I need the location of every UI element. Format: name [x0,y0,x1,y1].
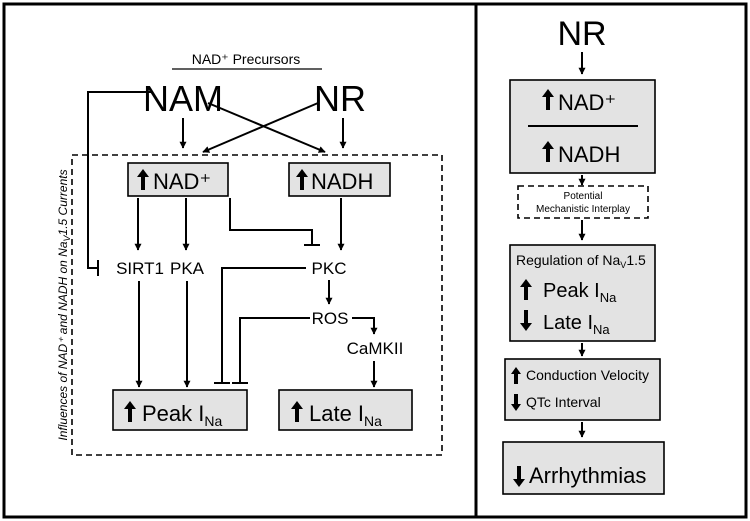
up-arrow-icon [137,169,149,190]
arrow-ros-camkii [352,317,378,335]
nadh-label: NADH [311,169,373,194]
up-arrow-icon [291,401,303,422]
sirt1-label: SIRT1 [116,259,164,278]
pkc-label: PKC [312,259,347,278]
nr-title: NR [557,15,606,53]
up-arrow-icon [511,367,521,384]
precursors-header: NAD⁺ Precursors [192,51,301,67]
inhibit-nad-pkc [229,198,313,244]
left-panel: NAD⁺ Precursors NAM NR Influences of NAD… [56,51,443,456]
arrhythmias-label: Arrhythmias [529,463,646,488]
inhibit-nam-sirt1 [87,91,152,269]
arrow-nam-nadh [207,102,326,153]
interplay-box: Potential Mechanistic Interplay [517,185,649,219]
interplay-line-2: Mechanistic Interplay [536,204,630,215]
nam-label: NAM [143,78,223,119]
regulation-peak: Peak INa [543,280,617,305]
inhibit-ros-peak [239,317,310,383]
arrhythmias-box: Arrhythmias [502,441,665,495]
conduction-velocity-label: Conduction Velocity [526,367,649,383]
right-panel: NR NAD⁺ NADH Potential Mechanistic Inter… [502,15,665,495]
nad-label: NAD⁺ [153,169,211,194]
inhibit-pkc-peak [221,267,306,383]
peak-ina-box: Peak INa [112,389,248,431]
regulation-late: Late INa [543,312,610,337]
down-arrow-icon [513,466,525,487]
side-label: Influences of NAD⁺ and NADH on NaV1.5 Cu… [56,169,72,440]
down-arrow-icon [520,310,532,331]
qtc-interval-label: QTc Interval [526,394,601,410]
pka-label: PKA [170,259,205,278]
nad-influence-region [71,154,443,456]
conduction-box: Conduction Velocity QTc Interval [504,358,661,421]
up-arrow-icon [124,401,136,422]
camkii-label: CaMKII [347,339,404,358]
nadh-box: NADH [288,162,391,197]
interplay-line-1: Potential [564,191,603,202]
late-ina-box: Late INa [278,389,413,431]
ratio-numerator: NAD⁺ [558,90,616,115]
ros-label: ROS [312,309,349,328]
up-arrow-icon [520,279,532,300]
up-arrow-icon [542,89,554,110]
peak-ina-label: Peak INa [142,401,222,429]
arrow-nr-nad [202,102,319,153]
nad-box: NAD⁺ [127,162,229,197]
down-arrow-icon [511,394,521,411]
nr-label: NR [314,78,366,119]
up-arrow-icon [542,141,554,162]
nad-nadh-ratio-box: NAD⁺ NADH [509,79,656,174]
ratio-denominator: NADH [558,142,620,167]
up-arrow-icon [296,169,308,190]
regulation-title: Regulation of NaV1.5 [516,252,646,270]
regulation-box: Regulation of NaV1.5 Peak INa Late INa [509,244,656,342]
late-ina-label: Late INa [309,401,382,429]
